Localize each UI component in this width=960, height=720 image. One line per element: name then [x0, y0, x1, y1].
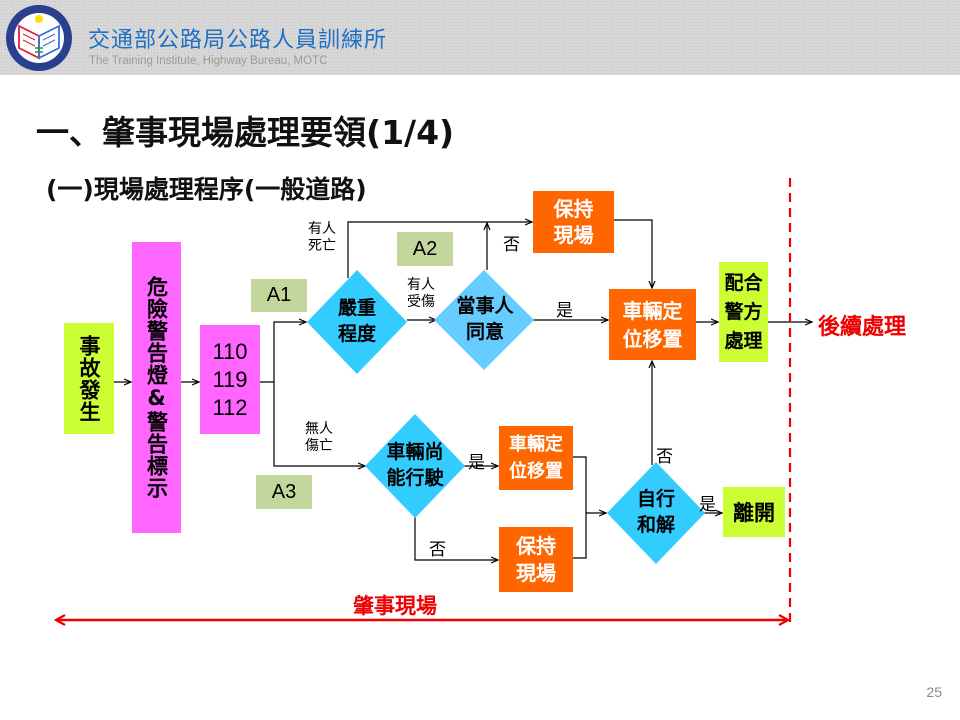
- node-police-line2: 警方: [724, 300, 763, 323]
- label-drivable-yes: 是: [468, 453, 485, 473]
- node-relocate-small: 車輛定 位移置: [499, 426, 573, 490]
- decision-settle-line1: 自行: [636, 488, 675, 510]
- decision-severity-line1: 嚴重: [337, 297, 376, 319]
- decision-drivable-line1: 車輛尚: [386, 441, 444, 463]
- decision-consent: 當事人 同意: [440, 293, 530, 345]
- node-warning-label: 危險警告燈&警告標示: [144, 276, 169, 499]
- label-no-casualty: 無人 傷亡: [305, 421, 333, 455]
- slide-title: 一、肇事現場處理要領(1/4): [36, 113, 455, 152]
- node-keep-scene-top: 保持 現場: [533, 191, 614, 253]
- call-110: 110: [212, 338, 248, 364]
- edge-severity-death: [347, 222, 532, 278]
- label-no-casualty-line2: 傷亡: [305, 438, 333, 454]
- decision-drivable-shape: [365, 414, 465, 518]
- decision-severity-shape: [307, 270, 407, 374]
- decision-settle-line2: 和解: [636, 514, 675, 536]
- label-injury: 有人 受傷: [407, 277, 435, 311]
- node-keep-scene-top-line2: 現場: [553, 223, 594, 247]
- header-banner: 交通部公路局公路人員訓練所 The Training Institute, Hi…: [0, 0, 960, 75]
- tag-a1: A1: [251, 279, 307, 312]
- decision-severity-line2: 程度: [337, 323, 376, 345]
- scene-label: 肇事現場: [353, 594, 437, 618]
- page-number: 25: [926, 684, 942, 700]
- node-keep-scene-bottom-line2: 現場: [516, 560, 556, 585]
- decision-drivable-line2: 能行駛: [386, 467, 444, 489]
- label-death-line1: 有人: [308, 221, 336, 237]
- node-accident: 事故發生: [64, 323, 114, 434]
- decision-drivable: 車輛尚 能行駛: [370, 439, 460, 491]
- node-relocate-small-line1: 車輛定: [509, 434, 563, 455]
- label-consent-no: 否: [503, 235, 520, 255]
- node-keep-scene-bottom: 保持 現場: [499, 527, 573, 592]
- edge-drivable-no: [414, 516, 498, 560]
- tag-a2: A2: [397, 232, 453, 266]
- node-keep-scene-top-line1: 保持: [553, 197, 594, 221]
- node-warning: 危險警告燈&警告標示: [132, 242, 181, 533]
- call-119: 119: [212, 366, 248, 392]
- label-drivable-no: 否: [429, 540, 446, 560]
- label-injury-line1: 有人: [407, 277, 435, 293]
- org-name-en: The Training Institute, Highway Bureau, …: [89, 55, 328, 67]
- decision-settle-shape: [607, 462, 705, 564]
- label-injury-line2: 受傷: [407, 294, 435, 310]
- call-112: 112: [212, 394, 248, 420]
- decision-consent-line1: 當事人: [456, 295, 514, 317]
- node-followup: 後續處理: [818, 315, 907, 340]
- decision-settle: 自行 和解: [616, 486, 696, 538]
- edge-call-drivable: [273, 382, 365, 466]
- decision-severity: 嚴重 程度: [317, 295, 397, 347]
- edge-join: [573, 456, 587, 559]
- decision-consent-shape: [434, 270, 534, 370]
- label-death: 有人 死亡: [308, 221, 336, 255]
- node-relocate-small-line2: 位移置: [509, 461, 563, 482]
- label-no-casualty-line1: 無人: [305, 421, 333, 437]
- node-police-line1: 配合: [724, 271, 763, 294]
- edge-keep-relocate: [614, 219, 652, 288]
- label-death-line2: 死亡: [308, 238, 336, 254]
- tag-a3: A3: [256, 475, 312, 509]
- node-relocate-main-line1: 車輛定: [622, 298, 683, 323]
- node-call: 110 119 112: [200, 325, 260, 434]
- node-accident-label: 事故發生: [77, 334, 101, 423]
- node-police: 配合 警方 處理: [719, 262, 768, 362]
- org-name-zh: 交通部公路局公路人員訓練所: [88, 28, 388, 53]
- edge-call-severity: [260, 322, 306, 383]
- node-keep-scene-bottom-line1: 保持: [516, 533, 556, 558]
- decision-consent-line2: 同意: [465, 321, 504, 343]
- label-settle-yes: 是: [699, 495, 716, 515]
- slide-subtitle: (一)現場處理程序(一般道路): [46, 175, 367, 204]
- node-police-line3: 處理: [724, 329, 763, 352]
- label-consent-yes: 是: [556, 301, 573, 321]
- node-leave: 離開: [723, 487, 785, 537]
- institute-seal-logo: [6, 5, 72, 71]
- node-relocate-main-line2: 位移置: [622, 326, 683, 351]
- label-settle-no: 否: [656, 447, 673, 467]
- node-relocate-main: 車輛定 位移置: [609, 289, 696, 360]
